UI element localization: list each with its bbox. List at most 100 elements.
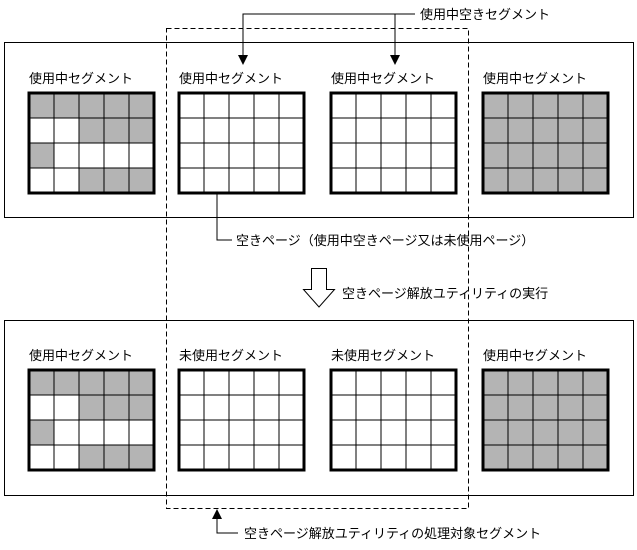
used-page-cell [28,419,55,446]
segment-border [329,91,458,195]
free-page-cell [203,444,230,471]
free-page-cell [253,117,280,144]
used-page-cell [128,117,155,144]
free-page-cell [178,394,205,421]
segment-label: 使用中セグメント [179,71,283,87]
free-page-cell [228,444,255,471]
segment-border [481,368,610,472]
free-page-cell [203,419,230,446]
used-page-cell [128,167,155,194]
used-page-cell [532,92,559,119]
free-page-cell [53,444,80,471]
free-page-cell [330,142,357,169]
used-page-cell [53,369,80,396]
used-page-cell [103,394,130,421]
free-page-cell [228,419,255,446]
free-page-cell [330,369,357,396]
segment-label: 未使用セグメント [331,348,435,364]
free-page-cell [178,117,205,144]
used-page-cell [128,444,155,471]
free-page-cell [380,369,407,396]
used-page-cell [482,444,509,471]
free-page-cell [405,444,432,471]
used-page-cell [557,117,584,144]
free-page-cell [330,92,357,119]
free-page-cell [330,394,357,421]
free-page-cell [355,444,382,471]
used-page-cell [532,167,559,194]
used-page-cell [582,394,609,421]
used-page-cell [103,369,130,396]
used-page-cell [582,419,609,446]
free-page-cell [203,117,230,144]
used-page-cell [507,419,534,446]
free-page-cell [380,394,407,421]
used-page-cell [28,142,55,169]
free-page-cell [178,444,205,471]
free-page-cell [430,444,457,471]
used-page-cell [557,369,584,396]
after-segment-4: 使用中セグメント [481,348,610,472]
free-page-cell [380,419,407,446]
free-page-cell [253,142,280,169]
used-page-cell [78,394,105,421]
used-page-cell [78,369,105,396]
free-page-cell [278,369,305,396]
free-page-cell [278,444,305,471]
free-page-cell [278,419,305,446]
segment-label: 使用中セグメント [29,348,133,364]
free-page-cell [355,167,382,194]
free-page-cell [355,419,382,446]
segment-border [481,91,610,195]
used-page-cell [482,117,509,144]
used-page-cell [103,444,130,471]
used-page-cell [532,369,559,396]
free-page-cell [53,117,80,144]
used-page-cell [557,92,584,119]
free-page-cell [103,142,130,169]
top-callout: 使用中空きセグメント [238,7,550,65]
before-segment-3: 使用中セグメント [329,71,458,195]
used-page-cell [532,419,559,446]
top-callout-label: 使用中空きセグメント [420,7,550,23]
after-segment-1: 使用中セグメント [27,348,156,472]
free-page-cell [228,142,255,169]
free-page-cell [430,117,457,144]
free-page-cell [278,142,305,169]
used-page-cell [532,444,559,471]
free-page-cell [380,92,407,119]
free-page-cell [355,369,382,396]
used-page-cell [557,394,584,421]
free-page-cell [405,117,432,144]
free-page-cell [330,444,357,471]
free-page-cell [28,394,55,421]
free-page-cell [253,92,280,119]
used-page-cell [482,394,509,421]
segment-border [329,368,458,472]
segment-label: 使用中セグメント [483,348,587,364]
free-page-cell [228,369,255,396]
free-page-cell [405,167,432,194]
free-page-cell [278,92,305,119]
used-page-cell [507,394,534,421]
used-page-cell [128,369,155,396]
used-page-cell [557,444,584,471]
free-page-cell [253,419,280,446]
used-page-cell [128,394,155,421]
free-page-cell [355,394,382,421]
after-segment-2: 未使用セグメント [177,348,306,472]
target-segments-region [166,28,469,509]
used-page-cell [482,369,509,396]
segment-label: 使用中セグメント [331,71,435,87]
free-page-cell [253,369,280,396]
segment-border [177,91,306,195]
free-page-cell [203,167,230,194]
free-page-cell [178,92,205,119]
before-panel [4,42,634,218]
free-page-cell [405,92,432,119]
used-page-cell [507,117,534,144]
free-page-cell [405,369,432,396]
free-page-cell [430,142,457,169]
free-page-cell [330,117,357,144]
